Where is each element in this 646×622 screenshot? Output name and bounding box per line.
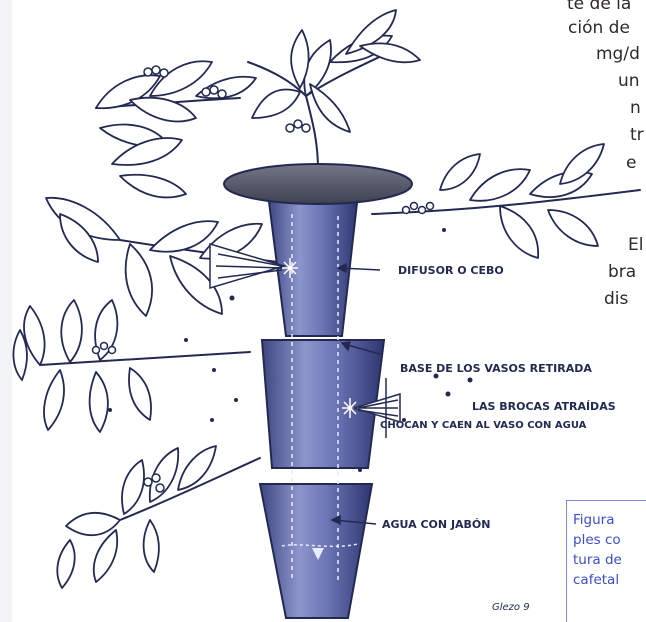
caption-line-4: cafetal: [573, 570, 646, 590]
artist-signature: Glezo 9: [492, 602, 530, 613]
label-diffuser: DIFUSOR O CEBO: [398, 264, 504, 277]
label-base-removed: BASE DE LOS VASOS RETIRADA: [400, 362, 592, 375]
caption-line-3: tura de: [573, 550, 646, 570]
figure-caption: Figura ples co tura de cafetal: [566, 500, 646, 622]
label-attracted-2: CHOCAN Y CAEN AL VASO CON AGUA: [380, 420, 587, 431]
caption-line-1: Figura: [573, 510, 646, 530]
caption-line-2: ples co: [573, 530, 646, 550]
label-attracted-1: LAS BROCAS ATRAÍDAS: [472, 400, 616, 413]
label-soap-water: AGUA CON JABÓN: [382, 518, 491, 531]
